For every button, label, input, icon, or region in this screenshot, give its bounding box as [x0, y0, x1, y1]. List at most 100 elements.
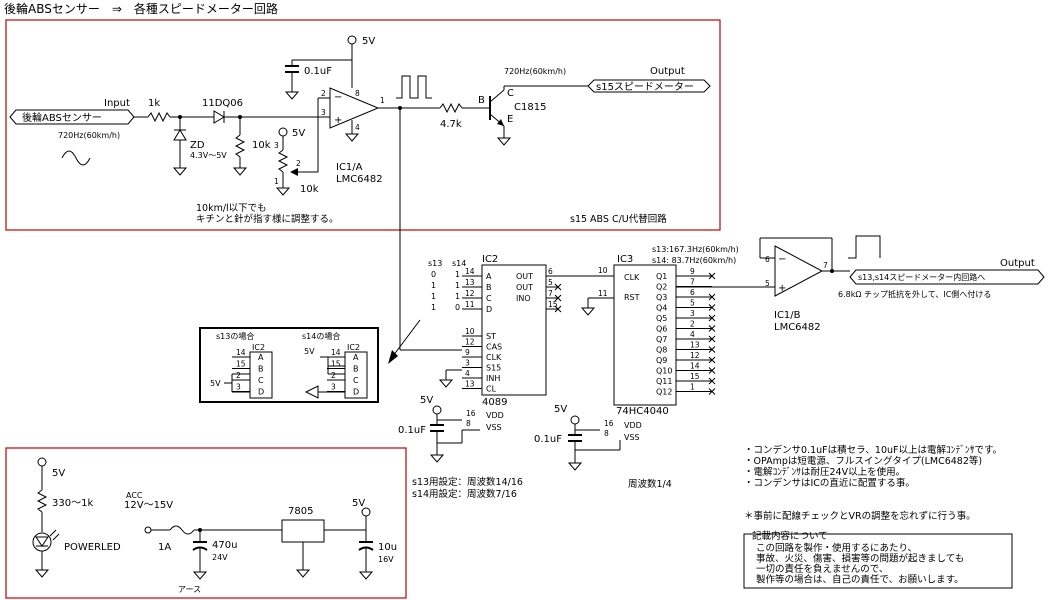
adjust-note-1: 10km/l以下でも [196, 203, 267, 214]
ic2-cap-value: 0.1uF [398, 425, 426, 436]
s13-bit: 1 [431, 292, 436, 301]
trimmer-potentiometer [277, 149, 289, 173]
ground-symbol [172, 167, 188, 176]
cap1-value: 470u [212, 540, 237, 551]
regulated-output-label: 5V [352, 498, 365, 509]
ic2-ref: IC2 [482, 254, 498, 265]
ic2-left-pin-number: 9 [465, 348, 470, 357]
ground-symbol [567, 462, 583, 471]
ic2-s14-header: s14 [452, 259, 466, 268]
freq-s13: s13:167.3Hz(60km/h) [652, 245, 739, 254]
ic2-right-pin-number: 7 [548, 289, 553, 298]
ic3-ref: IC3 [617, 254, 633, 265]
ic2-right-pin-name: INO [516, 294, 531, 303]
ic3-output-pin: 1 [690, 383, 695, 392]
fuse [169, 525, 195, 535]
ground-symbol [438, 379, 454, 388]
led-resistor [36, 489, 48, 513]
ic1b-pin-6: 6 [765, 255, 770, 264]
opamp-minus: − [334, 92, 342, 103]
note-line: ・OPAmpは短電源、フルスイングタイプ(LMC6482等) [744, 455, 982, 467]
vcc-terminal [347, 35, 357, 45]
s14-bit: 1 [455, 292, 460, 301]
ic2-s13-header: s13 [428, 259, 442, 268]
no-connect-mark [554, 305, 562, 313]
ic3-output-pin: 2 [690, 320, 695, 329]
freq-s14: s14: 83.7Hz(60km/h) [652, 256, 736, 265]
ic2-left-pin-name: C [486, 294, 492, 303]
base-resistor [439, 102, 463, 114]
ic3-vss: VSS [624, 433, 640, 442]
jumper-pin-number: 14 [236, 348, 246, 357]
s14-bit: 1 [455, 281, 460, 290]
ic3-clk: CLK [624, 273, 640, 282]
no-connect-mark [708, 325, 716, 332]
ic2-left-pin-number: 14 [465, 267, 475, 276]
no-connect-mark [708, 367, 716, 374]
ic1b-pin-7: 7 [823, 261, 828, 270]
jumper-pin-number: 15 [236, 360, 246, 369]
ic3-output-name: Q5 [656, 314, 667, 323]
ic1b-pin-5: 5 [765, 279, 770, 288]
opamp-pin-3: 3 [321, 108, 326, 117]
ic3-output-name: Q7 [656, 335, 667, 344]
ic3-output-pin: 14 [690, 362, 700, 371]
ground-symbol [358, 571, 374, 580]
ic2-vss-pin: 8 [466, 419, 471, 428]
s13-title: s13の場合 [216, 331, 254, 341]
s15-circuit-frame [5, 19, 721, 231]
opamp-ic1b [774, 245, 824, 297]
diagram-title: 後輪ABSセンサー ⇒ 各種スピードメーター回路 [4, 1, 278, 16]
power-supply-frame [5, 447, 407, 599]
ic1b-ref: IC1/B [774, 310, 801, 321]
ic3-output-name: Q3 [656, 293, 667, 302]
s14-bit: 1 [455, 270, 460, 279]
jumper-settings-box [199, 327, 379, 403]
acc-label: ACC [126, 491, 143, 500]
ic3-74hc4040 [613, 264, 677, 406]
jumper-pin-number: 14 [331, 348, 341, 357]
vr-value: 10k [300, 184, 319, 195]
ic2-right-pin-name: OUT [516, 283, 533, 292]
ic2-power-terminal [432, 405, 442, 415]
ic3-output-name: Q11 [656, 377, 672, 386]
jumper-pin-number: 3 [331, 383, 336, 392]
pulldown-resistor-value: 10k [252, 140, 271, 151]
base-resistor-value: 4.7k [440, 119, 462, 130]
note-line: ・電解ｺﾝﾃﾞﾝｻは耐圧24V以上を使用。 [744, 466, 905, 478]
power-led [32, 532, 52, 552]
ic3-rst-pin: 11 [598, 289, 608, 298]
opamp-ic1a [329, 87, 380, 129]
ic2-vdd-pin: 16 [466, 409, 476, 418]
ic2-left-pin-name: B [486, 283, 492, 292]
ic3-output-name: Q6 [656, 325, 667, 334]
ic3-cap-value: 0.1uF [534, 434, 562, 445]
ic2-4089 [481, 264, 547, 396]
ic3-vdd: VDD [624, 421, 642, 430]
ic2-vss: VSS [486, 423, 502, 432]
acc-voltage: 12V～15V [124, 500, 173, 511]
jumper-pin-number: 2 [236, 371, 241, 380]
ground-symbol [34, 569, 50, 578]
disclaimer-line: 事故、火災、傷害、損害等の問題が起きましても [756, 553, 964, 565]
ic2-vdd: VDD [486, 411, 504, 420]
no-connect-mark [708, 314, 716, 322]
ic2-left-pin-number: 12 [465, 338, 475, 347]
s14-ic-label: IC2 [347, 343, 360, 352]
no-connect-mark [708, 356, 716, 364]
opamp-ref: IC1/A [336, 162, 363, 173]
disclaimer-title: 記載内容について [752, 530, 828, 542]
ic3-vdd-pin: 16 [604, 419, 614, 428]
ic2-left-pin-number: 13 [465, 278, 475, 287]
ic3-output-name: Q8 [656, 346, 667, 355]
diode-label: 11DQ06 [202, 98, 243, 109]
ic3-output-name: Q10 [656, 367, 672, 376]
ic3-output-pin: 6 [690, 288, 695, 297]
jumper-pin-number: 2 [331, 371, 336, 380]
ic2-left-pin-name: CLK [486, 353, 502, 362]
ic1b-output-signal: s13,s14スピードメーター内回路へ [858, 272, 985, 282]
led-vcc-terminal [37, 457, 47, 467]
ic3-output-name: Q12 [656, 388, 672, 397]
ic3-output-name: Q4 [656, 304, 667, 313]
s13-ic-label: IC2 [252, 343, 265, 352]
